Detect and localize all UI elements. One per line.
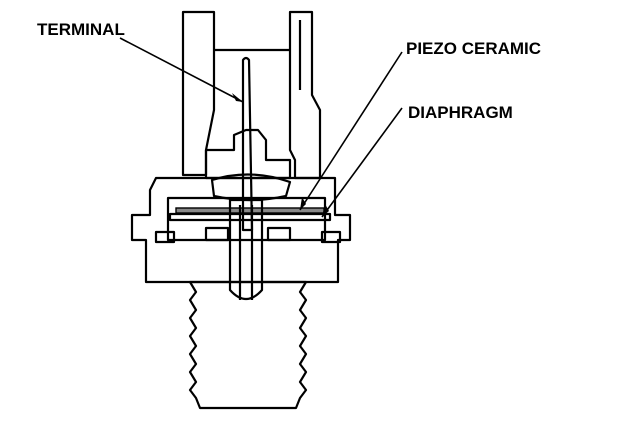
piezo-ceramic-leader-line (299, 51, 403, 211)
terminal-pin (228, 56, 264, 301)
piezo-ceramic-label: PIEZO CERAMIC (406, 39, 541, 58)
terminal-leader-arrow (232, 93, 243, 102)
diaphragm-leader-line (321, 107, 403, 218)
diaphragm-disc (168, 212, 332, 222)
diaphragm-label: DIAPHRAGM (408, 103, 513, 122)
seismic-mass (210, 173, 292, 202)
support-blocks (154, 226, 342, 244)
leader-lines (119, 37, 403, 218)
threaded-stud (188, 280, 308, 410)
terminal-leader-line (119, 37, 244, 103)
terminal-label: TERMINAL (37, 20, 125, 39)
diaphragm-leader-arrow (322, 204, 329, 217)
connector-housing (181, 10, 322, 180)
piezo-ceramic-leader-arrow (300, 197, 306, 210)
piezo-ceramic-element (175, 207, 325, 214)
